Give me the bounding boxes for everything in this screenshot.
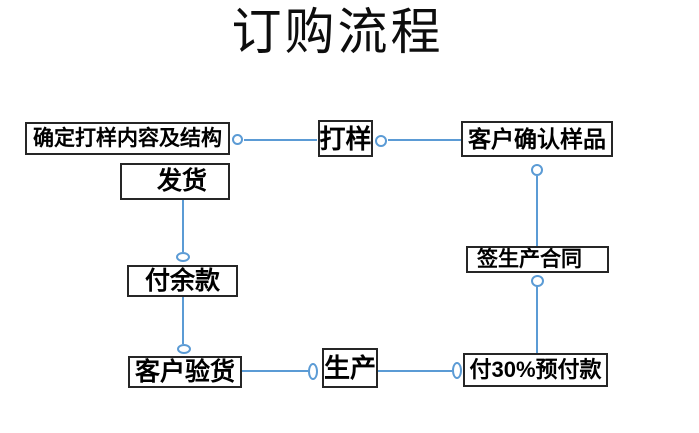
connector-endpoint-customer-confirm-bottom [531,164,543,176]
edge-customer-inspection-to-production [242,370,308,372]
connector-endpoint-confirm-right [232,134,243,145]
node-pay-deposit: 付30%预付款 [463,353,608,387]
node-shipping: 发货 [120,163,230,200]
node-customer-confirm-sample: 客户确认样品 [461,121,613,157]
node-customer-inspection: 客户验货 [128,356,242,388]
edge-pay-balance-to-customer-inspection [182,297,184,344]
node-pay-balance: 付余款 [127,265,238,297]
edge-sampling-to-customer-confirm [388,139,461,141]
edge-customer-confirm-to-sign-contract [536,176,538,246]
page-title: 订购流程 [231,4,444,60]
edge-shipping-to-pay-balance [182,200,184,252]
connector-endpoint-production-left [308,363,318,380]
node-sign-production-contract: 签生产合同 [466,246,609,273]
connector-endpoint-pay-deposit-left [452,362,462,379]
connector-endpoint-customer-inspection-top [177,344,191,354]
node-sampling: 打样 [318,120,373,157]
edge-confirm-to-sampling [244,139,317,141]
edge-sign-contract-to-pay-deposit [536,286,538,353]
edge-production-to-pay-deposit [378,370,452,372]
connector-endpoint-sign-contract-bottom [531,275,544,287]
connector-endpoint-pay-balance-top [176,252,190,262]
connector-endpoint-sampling-right [375,135,387,147]
node-confirm-content: 确定打样内容及结构 [25,122,230,155]
node-production: 生产 [322,348,378,388]
